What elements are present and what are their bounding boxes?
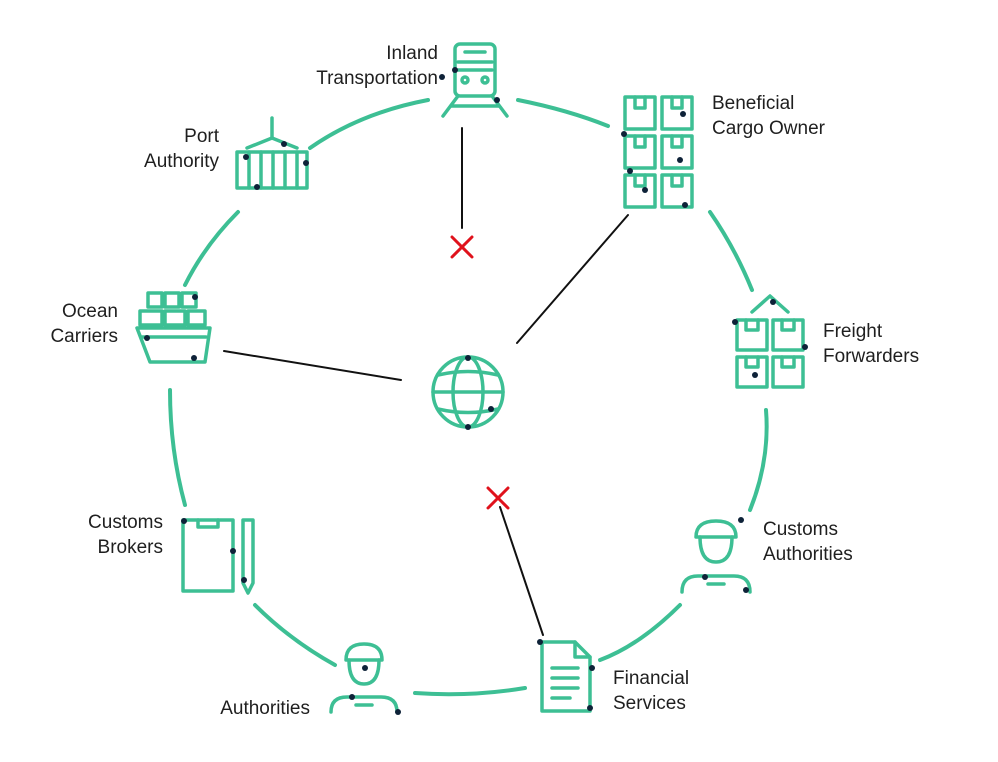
accent-dot — [230, 548, 236, 554]
accent-dot — [439, 74, 445, 80]
port-crane-container-icon — [235, 116, 309, 190]
ring-arc — [168, 388, 187, 507]
globe-icon — [431, 355, 505, 429]
network-ring — [168, 98, 769, 697]
officer-icon — [680, 519, 752, 594]
ring-arc — [183, 210, 240, 287]
clipboard-pencil-icon — [181, 518, 255, 595]
forwarder-boxes-icon — [735, 294, 805, 389]
accent-dot — [802, 344, 808, 350]
accent-dot — [465, 424, 471, 430]
accent-dot — [589, 665, 595, 671]
connector-ocean-carriers — [223, 350, 402, 381]
accent-dot — [488, 406, 494, 412]
blocked-x-icon — [450, 235, 474, 259]
accent-dot — [680, 111, 686, 117]
container-ship-icon — [135, 291, 212, 364]
boxes-grid-icon — [623, 95, 694, 209]
node-label-freight-forwarders: Freight Forwarders — [823, 321, 920, 367]
accent-dot — [395, 709, 401, 715]
accent-dot — [452, 67, 458, 73]
accent-dot — [181, 518, 187, 524]
ring-arc — [598, 603, 682, 662]
accent-dot — [677, 157, 683, 163]
node-label-inland-transportation: Inland Transportation — [316, 43, 438, 89]
accent-dot — [241, 577, 247, 583]
ring-arc — [253, 603, 337, 667]
node-label-financial-services: Financial Services — [613, 668, 690, 714]
ring-arc — [516, 98, 610, 128]
node-label-port-authority: Port Authority — [144, 126, 219, 172]
connector-beneficial-cargo-owner — [516, 214, 629, 344]
document-icon — [540, 640, 592, 713]
accent-dot — [587, 705, 593, 711]
officer-icon — [329, 642, 399, 714]
accent-dot — [702, 574, 708, 580]
accent-dot — [349, 694, 355, 700]
accent-dot — [738, 517, 744, 523]
accent-dot — [770, 299, 776, 305]
accent-dot — [465, 355, 471, 361]
accent-dot — [682, 202, 688, 208]
accent-dot — [642, 187, 648, 193]
accent-dot — [281, 141, 287, 147]
node-label-beneficial-cargo-owner: Beneficial Cargo Owner — [712, 93, 825, 139]
ring-arc — [308, 98, 430, 150]
accent-dot — [732, 319, 738, 325]
node-label-authorities: Authorities — [220, 698, 310, 719]
accent-dot — [254, 184, 260, 190]
ring-arc — [708, 210, 754, 292]
node-label-customs-authorities: Customs Authorities — [763, 519, 853, 565]
blocked-markers — [450, 235, 510, 510]
ring-arc — [413, 686, 527, 697]
ring-arc — [748, 408, 769, 512]
accent-dot — [621, 131, 627, 137]
accent-dot — [752, 372, 758, 378]
node-label-customs-brokers: Customs Brokers — [88, 512, 163, 558]
accent-dots — [144, 67, 808, 715]
accent-dot — [144, 335, 150, 341]
accent-dot — [537, 639, 543, 645]
node-label-ocean-carriers: Ocean Carriers — [50, 301, 118, 347]
accent-dot — [303, 160, 309, 166]
accent-dot — [191, 355, 197, 361]
accent-dot — [192, 294, 198, 300]
blocked-x-icon — [486, 486, 510, 510]
connector-financial-services — [499, 506, 544, 636]
accent-dot — [494, 97, 500, 103]
hub-connectors — [223, 127, 629, 636]
accent-dot — [743, 587, 749, 593]
accent-dot — [362, 665, 368, 671]
train-icon — [441, 42, 509, 118]
accent-dot — [627, 168, 633, 174]
accent-dot — [243, 154, 249, 160]
